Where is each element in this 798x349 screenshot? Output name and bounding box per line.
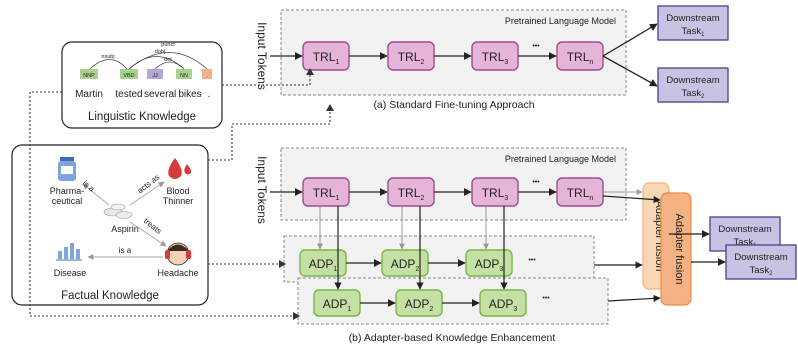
adp-block-1: ADP1 — [299, 249, 347, 277]
trl-block-1: TRL1 — [302, 41, 350, 71]
svg-text:ADP1: ADP1 — [309, 257, 338, 273]
svg-text:Downstream: Downstream — [666, 13, 719, 24]
svg-text:ADP3: ADP3 — [475, 257, 504, 273]
svg-text:.: . — [206, 73, 208, 79]
svg-text:Aspirin: Aspirin — [111, 224, 139, 234]
adp-row-2: ADP1 ADP2 ADP3 — [313, 289, 527, 317]
svg-text:ADP1: ADP1 — [323, 297, 352, 313]
plm-label-a: Pretrained Language Model — [505, 16, 616, 26]
svg-text:TRL3: TRL3 — [482, 50, 509, 66]
svg-text:Headache: Headache — [157, 268, 198, 278]
trl-block-n-b: TRLn — [556, 177, 604, 207]
adp-block-2-b: ADP2 — [395, 289, 443, 317]
svg-text:TRLn: TRLn — [567, 186, 594, 202]
disease-chart-icon — [56, 243, 82, 261]
trl-block-2-b: TRL2 — [387, 177, 435, 207]
svg-text:Task2: Task2 — [682, 88, 706, 100]
svg-text:Disease: Disease — [54, 268, 87, 278]
ellipsis-a: ••• — [532, 43, 540, 50]
pill-bottle-icon — [58, 157, 76, 181]
knowledge-connectors — [29, 72, 331, 317]
trl-block-3: TRL3 — [471, 41, 519, 71]
svg-text:TRL2: TRL2 — [398, 50, 425, 66]
svg-text:Martin: Martin — [75, 89, 103, 100]
svg-text:Downstream: Downstream — [718, 224, 771, 235]
svg-text:several: several — [144, 89, 176, 100]
svg-text:JJ: JJ — [152, 73, 158, 79]
blood-drop-icon — [168, 158, 192, 179]
adp-block-1-b: ADP1 — [313, 289, 361, 317]
svg-text:TRL3: TRL3 — [482, 186, 509, 202]
adp-row-1: ADP1 ADP2 ADP3 — [299, 249, 513, 277]
svg-text:det: det — [164, 57, 172, 63]
caption-b: (b) Adapter-based Knowledge Enhancement — [349, 332, 556, 344]
svg-text:Adapter fusion: Adapter fusion — [673, 214, 685, 285]
svg-text:TRL2: TRL2 — [398, 186, 425, 202]
plm-label-b: Pretrained Language Model — [505, 154, 616, 164]
svg-text:tested: tested — [115, 89, 142, 100]
svg-text:.: . — [208, 89, 211, 100]
linguistic-title: Linguistic Knowledge — [88, 111, 196, 123]
svg-text:ADP3: ADP3 — [489, 297, 518, 313]
svg-text:ADP2: ADP2 — [405, 297, 434, 313]
downstream-task-1-a: Downstream Task1 — [657, 5, 729, 41]
svg-text:ADP2: ADP2 — [391, 257, 420, 273]
svg-text:bikes: bikes — [178, 89, 201, 100]
svg-text:dobj: dobj — [155, 49, 165, 55]
adapter-fusion-2: Adapter fusion — [660, 192, 692, 306]
input-tokens-label-b: Input Tokens — [255, 156, 269, 224]
downstream-task-2-b: Downstream Task2 — [725, 244, 797, 280]
caption-a: (a) Standard Fine-tuning Approach — [373, 99, 534, 111]
adp-block-2: ADP2 — [381, 249, 429, 277]
trl-row-b: TRL1 TRL2 TRL3 TRLn — [302, 177, 604, 207]
svg-text:Downstream: Downstream — [734, 252, 787, 263]
svg-text:TRLn: TRLn — [567, 50, 594, 66]
aspirin-pills-icon — [103, 203, 133, 219]
svg-text:ceutical: ceutical — [52, 196, 83, 206]
trl-block-1-b: TRL1 — [302, 177, 350, 207]
svg-text:Task2: Task2 — [750, 265, 774, 277]
linguistic-knowledge-panel: nsubj punct dobj det NNP VBD JJ NN . Mar… — [61, 41, 223, 129]
input-tokens-label-a: Input Tokens — [255, 22, 269, 90]
adp-block-3: ADP3 — [465, 249, 513, 277]
svg-text:TRL1: TRL1 — [313, 186, 340, 202]
ellipsis-b: ••• — [532, 179, 540, 186]
svg-text:punct: punct — [161, 42, 175, 48]
svg-text:TRL1: TRL1 — [313, 50, 340, 66]
svg-text:Blood: Blood — [166, 186, 189, 196]
ellipsis-adp-1: ••• — [528, 257, 536, 264]
svg-text:Pharma-: Pharma- — [50, 186, 85, 196]
svg-text:Task1: Task1 — [682, 26, 706, 38]
svg-text:Downstream: Downstream — [666, 75, 719, 86]
svg-text:Thinner: Thinner — [163, 196, 194, 206]
svg-text:NN: NN — [180, 73, 188, 79]
svg-text:nsubj: nsubj — [101, 54, 114, 60]
svg-text:is a: is a — [119, 246, 132, 255]
downstream-task-2-a: Downstream Task2 — [657, 67, 729, 103]
factual-knowledge-panel: Pharma- ceutical Blood Thinner Aspirin D… — [11, 144, 209, 306]
headache-person-icon — [165, 242, 191, 266]
adp-block-3-b: ADP3 — [479, 289, 527, 317]
svg-text:VBD: VBD — [123, 73, 134, 79]
factual-title: Factual Knowledge — [61, 290, 159, 302]
ellipsis-adp-2: ••• — [542, 295, 550, 302]
trl-block-3-b: TRL3 — [471, 177, 519, 207]
svg-text:NNP: NNP — [83, 73, 95, 79]
trl-block-n: TRLn — [556, 41, 604, 71]
trl-block-2: TRL2 — [387, 41, 435, 71]
